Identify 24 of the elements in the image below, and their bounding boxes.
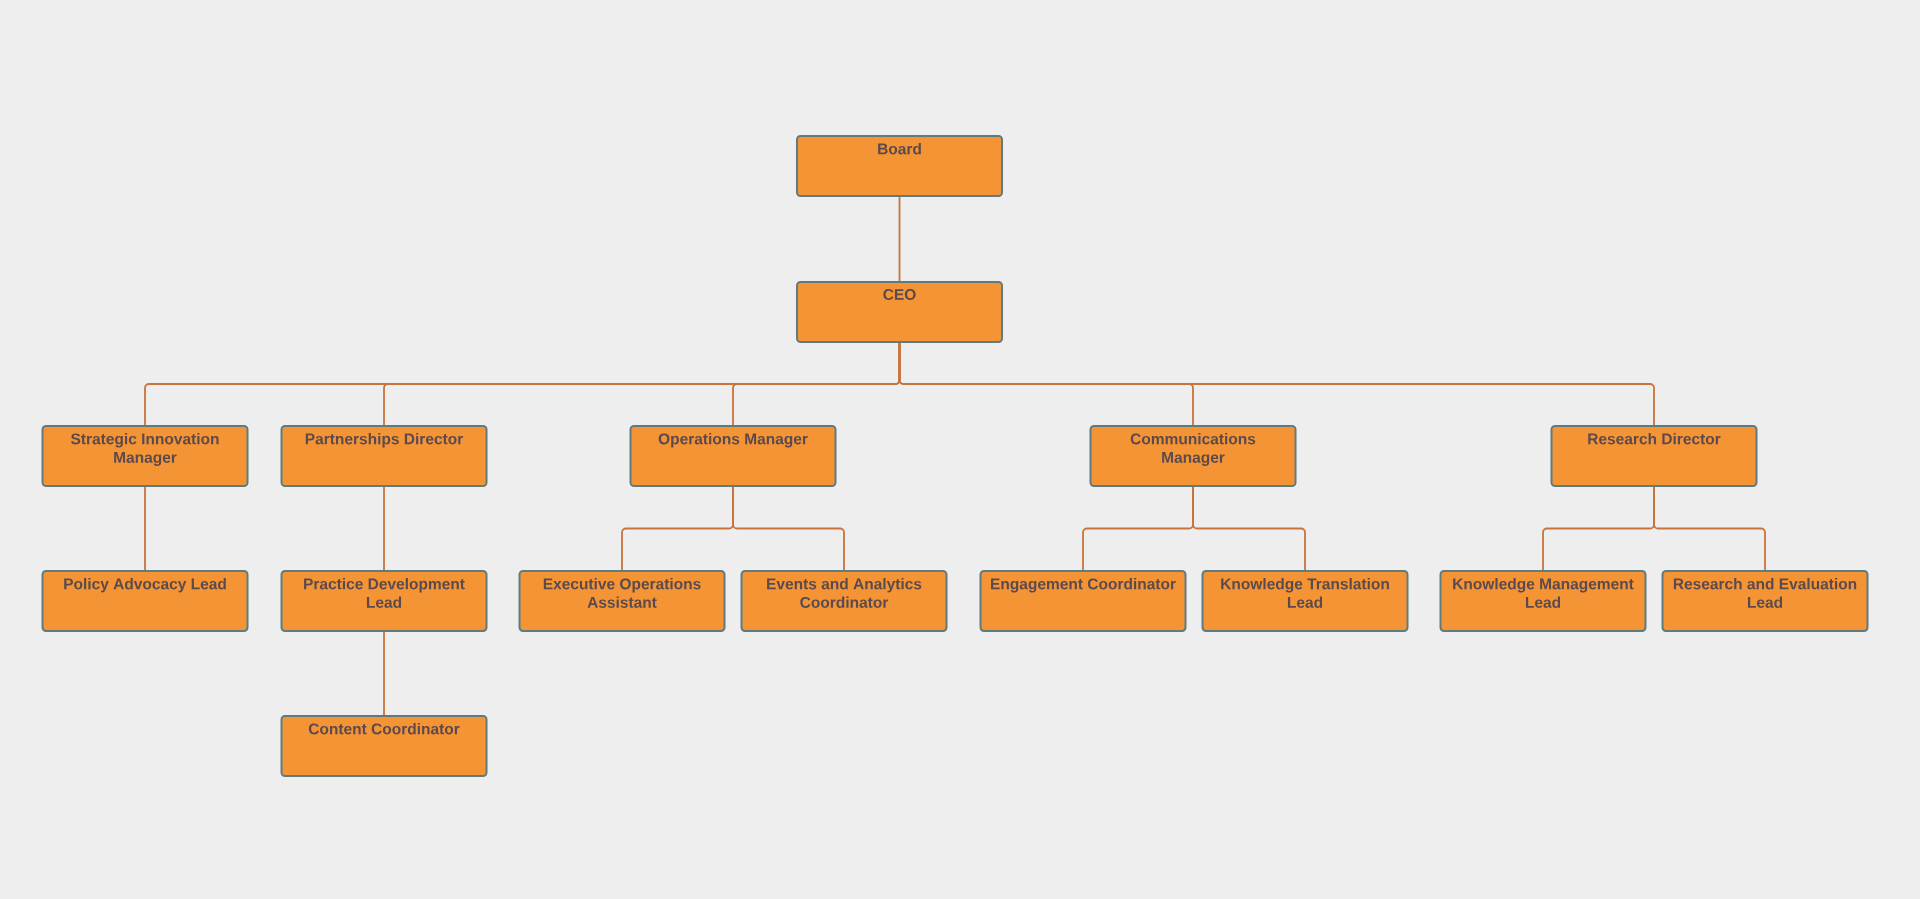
connector-line — [383, 631, 385, 716]
org-box: Content Coordinator — [280, 715, 488, 777]
org-box: Engagement Coordinator — [979, 570, 1187, 632]
org-box: Board — [796, 135, 1003, 197]
connector-line — [898, 196, 901, 282]
org-box: Communications Manager — [1089, 425, 1297, 487]
org-box: Research and Evaluation Lead — [1661, 570, 1869, 632]
org-box: Strategic Innovation Manager — [41, 425, 249, 487]
org-box: Operations Manager — [629, 425, 837, 487]
org-box: Partnerships Director — [280, 425, 488, 487]
connector-line — [898, 342, 1655, 426]
connector-line — [1653, 486, 1766, 571]
connector-line — [383, 486, 385, 571]
org-box: Policy Advocacy Lead — [41, 570, 249, 632]
org-box: Events and Analytics Coordinator — [740, 570, 948, 632]
org-box: Knowledge Translation Lead — [1201, 570, 1409, 632]
org-box: CEO — [796, 281, 1003, 343]
connector-line — [732, 486, 845, 571]
connector-line — [1192, 486, 1306, 571]
connector-line — [144, 486, 146, 571]
org-box: Executive Operations Assistant — [518, 570, 726, 632]
org-box: Practice Development Lead — [280, 570, 488, 632]
org-box: Research Director — [1550, 425, 1758, 487]
org-box: Knowledge Management Lead — [1439, 570, 1647, 632]
